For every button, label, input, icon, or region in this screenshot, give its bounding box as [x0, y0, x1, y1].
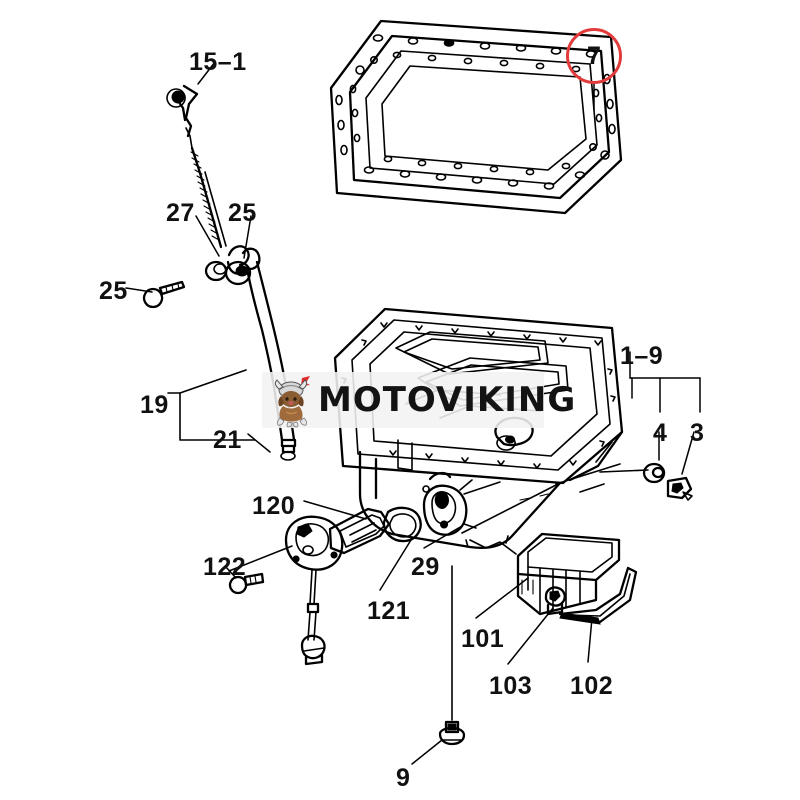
oil-pan-gasket-drawing: [329, 19, 623, 215]
part-label-101[interactable]: 101: [461, 625, 505, 653]
watermark-text: MOTOVIKING: [318, 380, 577, 420]
part-label-15-1[interactable]: 15–1: [189, 48, 247, 76]
part-label-4[interactable]: 4: [653, 419, 668, 447]
dipstick-drawing: [166, 61, 227, 249]
part-label-120[interactable]: 120: [252, 492, 296, 520]
callout-badge-7-label: 7: [587, 41, 601, 70]
part-label-29[interactable]: 29: [411, 553, 440, 581]
part-label-103[interactable]: 103: [489, 672, 533, 700]
part-label-1-9[interactable]: 1–9: [620, 342, 664, 370]
part-label-27[interactable]: 27: [166, 199, 195, 227]
viking-dog-mascot-icon: [274, 376, 310, 428]
part-label-25-left[interactable]: 25: [99, 277, 128, 305]
bolt-25-left: [142, 280, 186, 309]
callout-badge-7[interactable]: 7: [566, 28, 622, 84]
part-label-102[interactable]: 102: [570, 672, 614, 700]
watermark-banner: MOTOVIKING: [262, 372, 575, 428]
drain-bolt-drawing: [411, 565, 466, 765]
oil-pump-group: [224, 479, 501, 666]
part-label-9[interactable]: 9: [396, 764, 411, 792]
part-label-21[interactable]: 21: [213, 426, 242, 454]
part-label-121[interactable]: 121: [367, 597, 411, 625]
part-label-19[interactable]: 19: [140, 391, 169, 419]
part-label-122[interactable]: 122: [203, 553, 247, 581]
part-label-3[interactable]: 3: [690, 419, 705, 447]
part-label-25-upper[interactable]: 25: [228, 199, 257, 227]
oil-strainer-group: [469, 532, 638, 665]
drain-plug-group: [599, 431, 695, 501]
